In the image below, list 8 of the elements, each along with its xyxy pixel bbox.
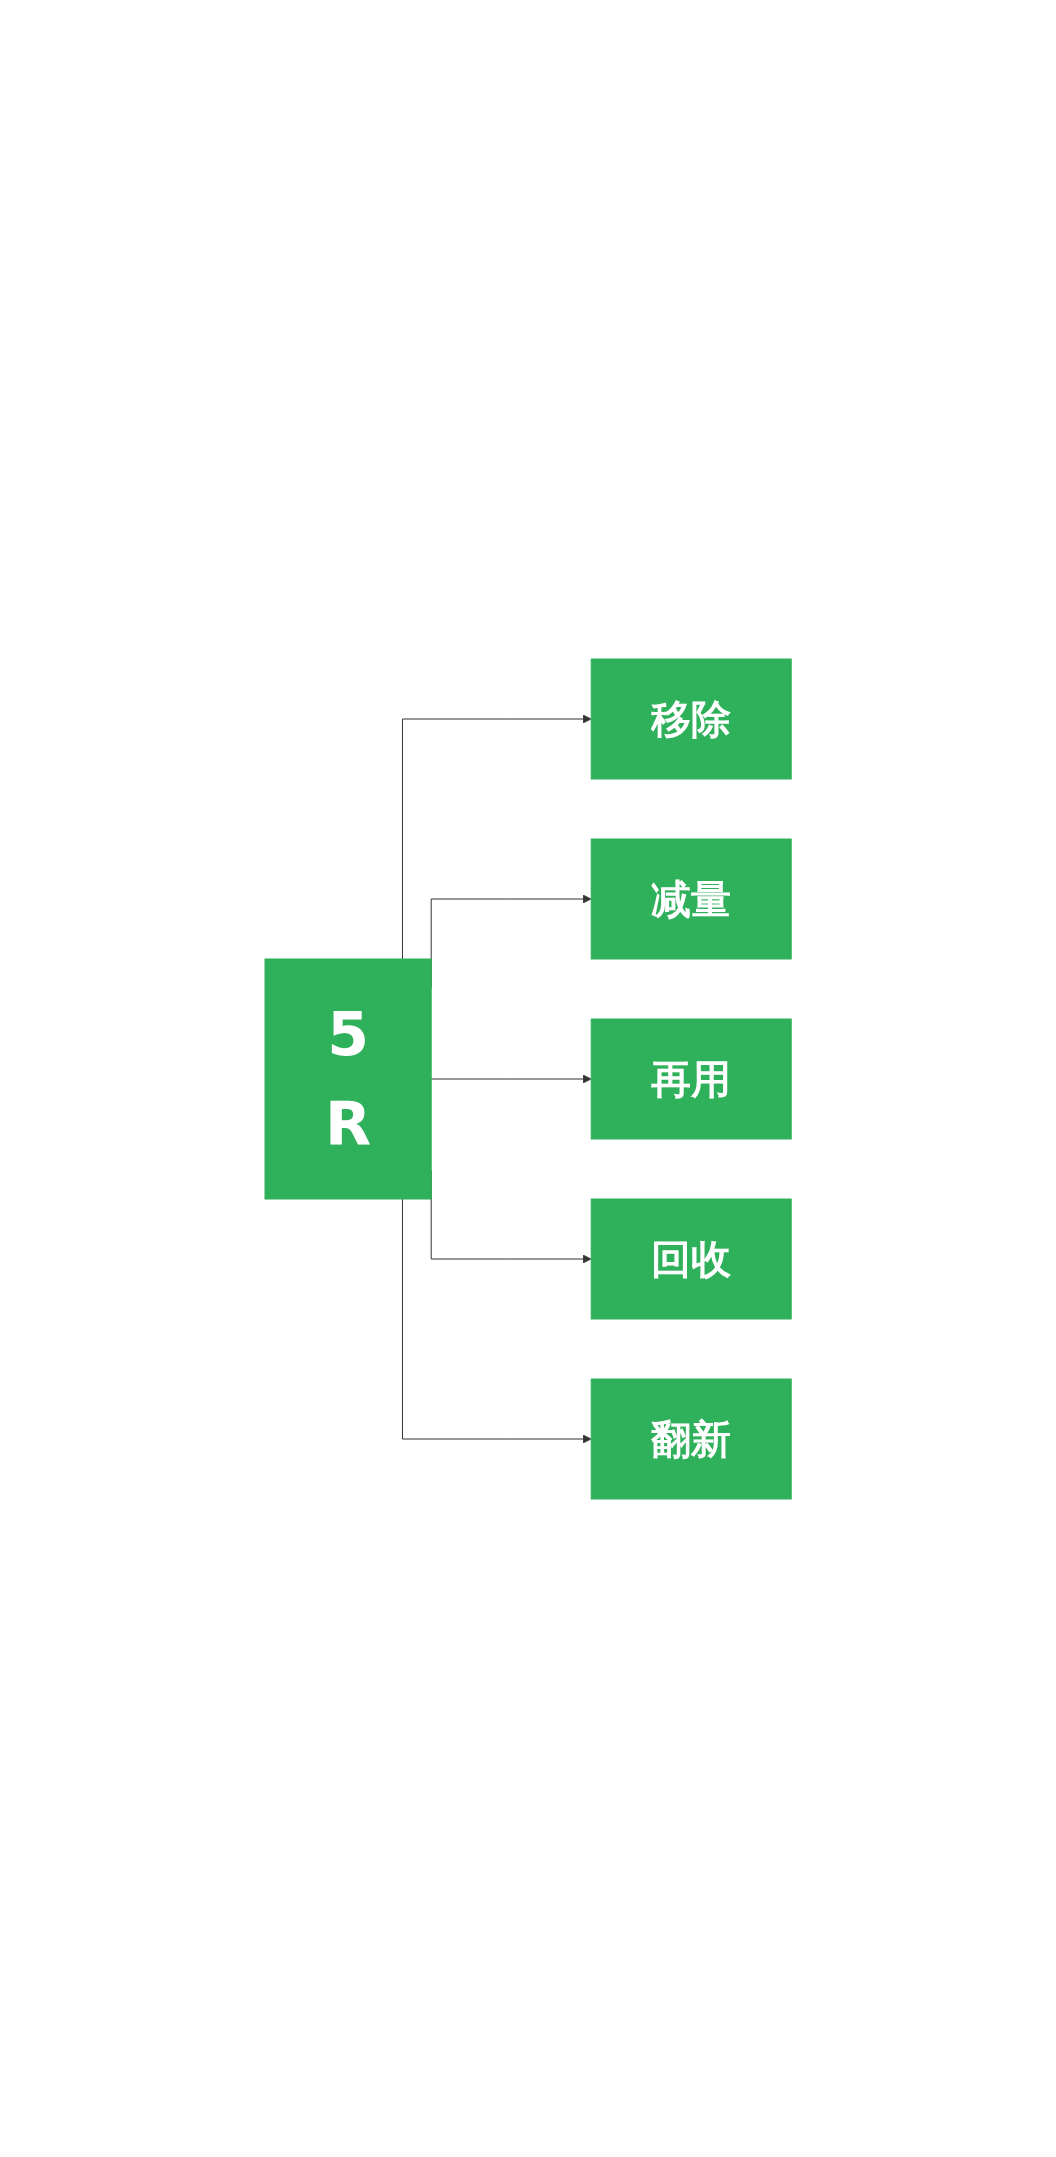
arrow [430, 1074, 592, 1083]
node-box: 减量 [590, 838, 792, 959]
node-box: 翻新 [590, 1378, 792, 1499]
node-box: 回收 [590, 1198, 792, 1319]
node-box: 5 R [264, 958, 432, 1199]
arrow [401, 1198, 592, 1443]
arrow [401, 714, 592, 959]
node-box: 再用 [590, 1018, 792, 1139]
